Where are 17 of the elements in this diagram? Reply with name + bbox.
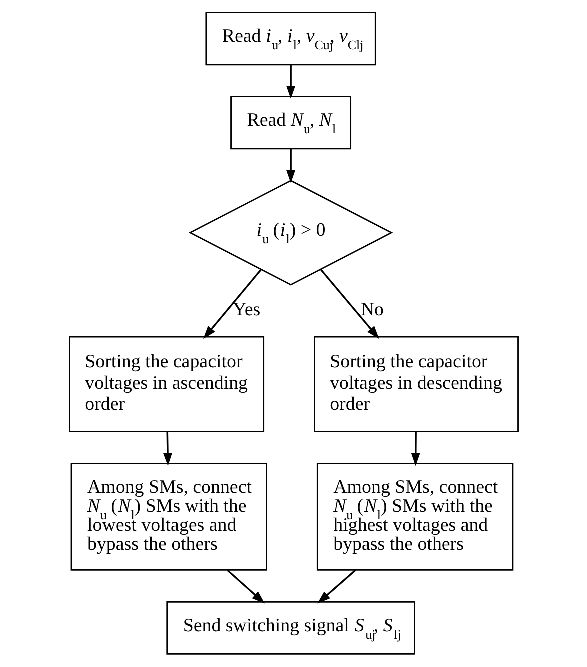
arrow	[203, 269, 262, 340]
node-box: Among SMs, connect N$_{u}$ (N$_{l}$) SMs with the highest voltages and bypass the others	[316, 462, 514, 571]
arrow	[286, 149, 296, 184]
node-box: Sorting the capacitor voltages in ascending order	[68, 336, 264, 432]
node-box: Read N$_{u}$, N$_{l}$	[230, 96, 352, 150]
node-box: Sorting the capacitor voltages in descending order	[314, 336, 518, 432]
node-box: Send switching signal S$_{uj}$, S$_{lj}$	[166, 601, 415, 655]
arrow	[226, 570, 264, 604]
node-box: Among SMs, connect N$_{u}$ (N$_{l}$) SMs with the lowest voltages and bypass the others	[70, 462, 267, 571]
arrow	[410, 432, 420, 466]
edge-label: No	[360, 300, 384, 321]
arrow	[320, 269, 379, 340]
node-diamond: i$_{u}$ (i$_{l}$) > 0	[188, 180, 393, 286]
arrow	[317, 570, 356, 604]
arrow	[162, 432, 172, 466]
arrow	[286, 64, 296, 99]
edge-label: Yes	[232, 300, 260, 321]
